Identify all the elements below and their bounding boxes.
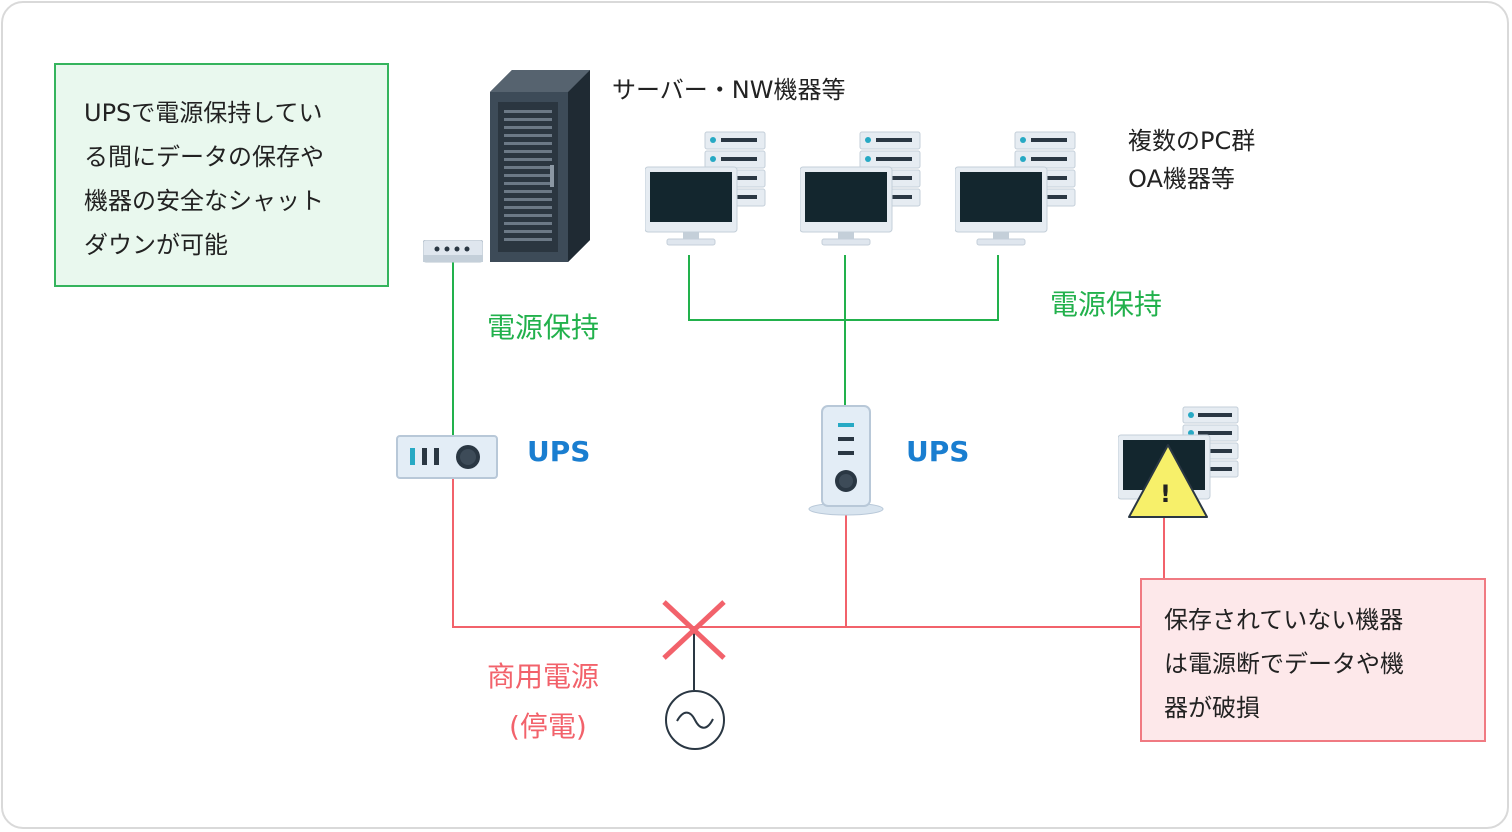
pcs-label-line1: 複数のPC群	[1128, 127, 1256, 155]
note-line: UPSで電源保持してい	[84, 99, 323, 127]
pc-with-server-icon	[645, 131, 766, 246]
pcs-label: 複数のPC群 OA機器等	[1128, 122, 1255, 198]
note-line: 機器の安全なシャット	[84, 187, 324, 215]
server-label: サーバー・NW機器等	[612, 76, 846, 104]
ups-right-label: UPS	[906, 435, 970, 468]
outage-label: (停電)	[509, 710, 587, 743]
note-line: 保存されていない機器	[1164, 606, 1404, 634]
pc-with-server-icon	[800, 131, 921, 246]
note-line: は電源断でデータや機	[1164, 650, 1404, 678]
ups-hold-note: UPSで電源保持してい る間にデータの保存や 機器の安全なシャット ダウンが可能	[54, 63, 389, 287]
server-rack-icon	[490, 70, 590, 262]
warning-triangle-icon	[1128, 444, 1208, 518]
note-line: る間にデータの保存や	[84, 143, 324, 171]
mains-lines	[452, 478, 1165, 628]
warning-mark: !	[1160, 480, 1171, 508]
power-hold-left-label: 電源保持	[487, 311, 600, 344]
ups-horizontal-icon	[396, 435, 498, 479]
ac-source-icon	[665, 690, 725, 750]
ups-left-label: UPS	[527, 435, 591, 468]
power-hold-right-label: 電源保持	[1050, 288, 1163, 321]
network-switch-icon	[423, 240, 483, 263]
pc-with-server-icon	[955, 131, 1076, 246]
break-x-icon	[662, 600, 726, 660]
damage-note: 保存されていない機器 は電源断でデータや機 器が破損	[1140, 578, 1486, 742]
protected-lines	[452, 255, 999, 435]
pcs-label-line2: OA機器等	[1128, 165, 1235, 193]
note-line: 器が破損	[1164, 694, 1260, 722]
ups-tower-icon	[808, 405, 884, 516]
pc-bus-line	[688, 255, 999, 321]
mains-line	[452, 478, 1142, 628]
note-line: ダウンが可能	[84, 231, 228, 259]
commercial-power-label: 商用電源	[487, 660, 600, 693]
